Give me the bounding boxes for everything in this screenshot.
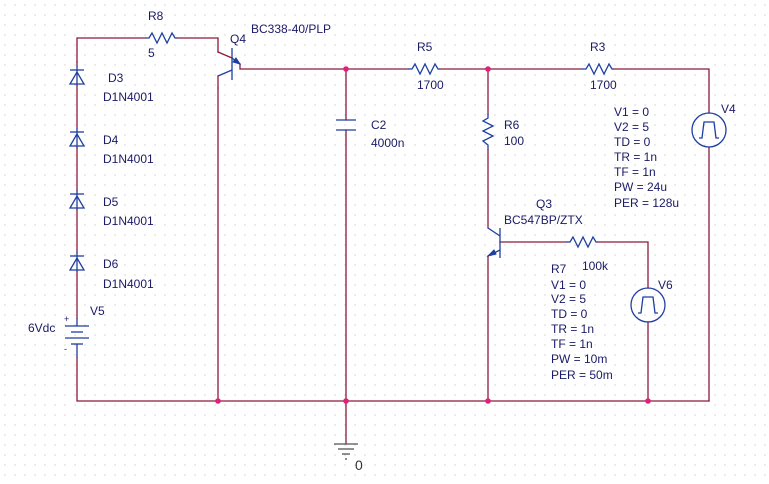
junction-dot [215, 398, 221, 404]
v4-param: TR = 1n [614, 150, 657, 164]
resistor-r7[interactable]: R7 100k [551, 235, 609, 276]
d5-model: D1N4001 [103, 214, 154, 228]
v6-param: V1 = 0 [551, 278, 586, 292]
v4-param: TD = 0 [614, 135, 651, 149]
transistor-q3[interactable]: Q3 BC547BP/ZTX [486, 197, 583, 258]
ground-symbol[interactable]: 0 [334, 443, 363, 473]
transistor-q4[interactable]: Q4 BC338-40/PLP [217, 22, 331, 89]
v5-value: 6Vdc [28, 321, 55, 335]
junction-dot [343, 398, 349, 404]
pulse-source-v6[interactable]: V6 V1 = 0 V2 = 5 TD = 0 TR = 1n TF = 1n … [551, 278, 673, 382]
ground-label: 0 [355, 457, 363, 473]
r7-value: 100k [582, 259, 609, 273]
v6-param: TD = 0 [551, 307, 588, 321]
resistor-r8[interactable]: R8 5 [145, 9, 177, 60]
v6-param: V2 = 5 [551, 292, 586, 306]
v6-param: TF = 1n [551, 337, 593, 351]
d5-ref: D5 [103, 195, 119, 209]
v6-ref: V6 [658, 278, 673, 292]
dc-source-v5[interactable]: + - V5 6Vdc [28, 304, 105, 358]
r8-ref: R8 [148, 9, 164, 23]
v4-param: PER = 128u [614, 196, 679, 210]
junction-dots [215, 66, 651, 404]
r8-value: 5 [148, 46, 155, 60]
q4-ref: Q4 [230, 32, 246, 46]
wires [76, 37, 710, 445]
capacitor-c2[interactable]: C2 4000n [336, 118, 404, 150]
r3-value: 1700 [590, 78, 617, 92]
v5-ref: V5 [90, 304, 105, 318]
diode-d6[interactable]: D6 D1N4001 [68, 252, 154, 291]
v4-param: V1 = 0 [614, 105, 649, 119]
q3-ref: Q3 [536, 197, 552, 211]
v5-minus: - [64, 344, 67, 354]
r5-ref: R5 [417, 40, 433, 54]
d6-model: D1N4001 [103, 277, 154, 291]
v6-param: PER = 50m [551, 368, 613, 382]
diode-d5[interactable]: D5 D1N4001 [68, 190, 154, 228]
junction-dot [485, 398, 491, 404]
q3-model: BC547BP/ZTX [504, 213, 583, 227]
v6-param: PW = 10m [551, 352, 607, 366]
c2-value: 4000n [371, 136, 404, 150]
v5-plus: + [64, 314, 69, 324]
c2-ref: C2 [371, 118, 387, 132]
v4-ref: V4 [721, 102, 736, 116]
junction-dot [485, 66, 491, 72]
r6-value: 100 [504, 134, 524, 148]
d3-ref: D3 [108, 71, 124, 85]
diode-d3[interactable]: D3 D1N4001 [68, 66, 154, 104]
d6-ref: D6 [103, 257, 119, 271]
v6-param: TR = 1n [551, 322, 594, 336]
r5-value: 1700 [417, 78, 444, 92]
v4-param: V2 = 5 [614, 120, 649, 134]
resistor-r3[interactable]: R3 1700 [582, 40, 617, 92]
r7-ref: R7 [551, 262, 567, 276]
pulse-source-v4[interactable]: V4 V1 = 0 V2 = 5 TD = 0 TR = 1n TF = 1n … [614, 102, 736, 210]
r6-ref: R6 [504, 118, 520, 132]
junction-dot [343, 66, 349, 72]
resistor-r6[interactable]: R6 100 [481, 114, 524, 150]
resistor-r5[interactable]: R5 1700 [408, 40, 444, 92]
diode-d4[interactable]: D4 D1N4001 [68, 128, 154, 166]
v4-param: PW = 24u [614, 180, 667, 194]
r3-ref: R3 [590, 40, 606, 54]
d4-ref: D4 [103, 133, 119, 147]
d3-model: D1N4001 [103, 90, 154, 104]
v4-param: TF = 1n [614, 165, 656, 179]
junction-dot [645, 398, 651, 404]
d4-model: D1N4001 [103, 152, 154, 166]
q4-model: BC338-40/PLP [251, 22, 331, 36]
